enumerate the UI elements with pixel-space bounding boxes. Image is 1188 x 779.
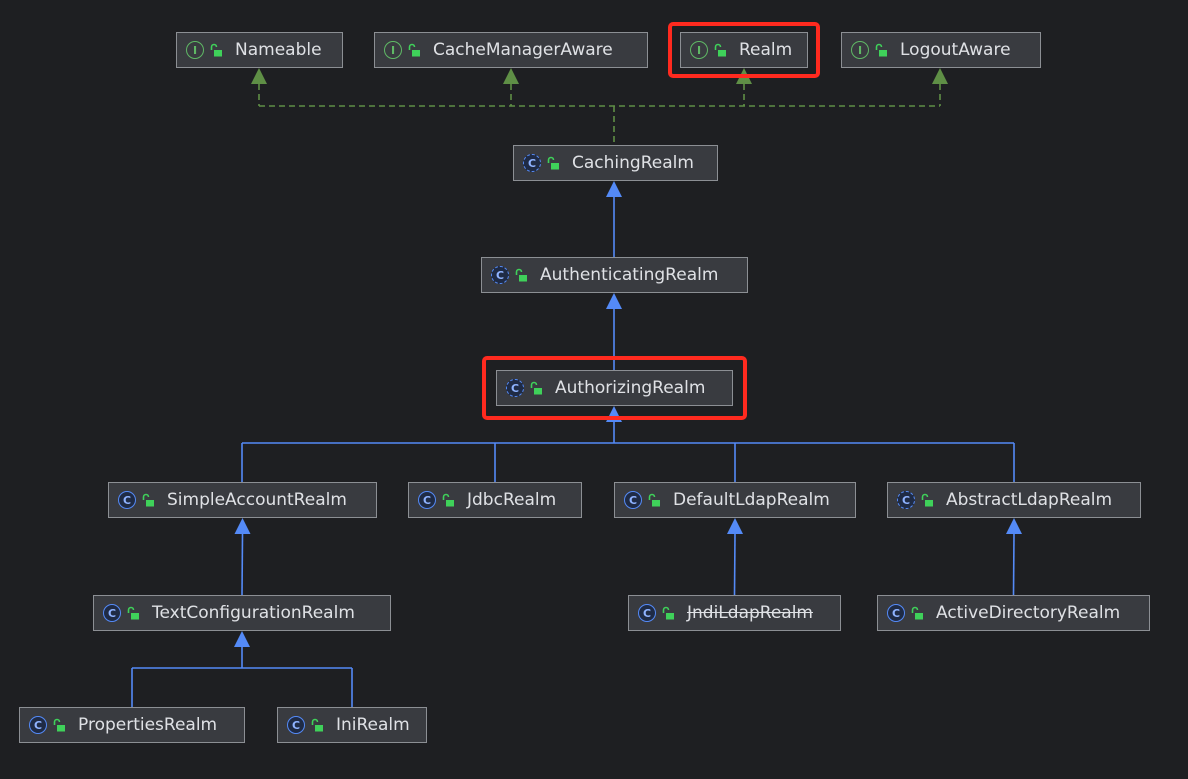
- extends-edge: [1012, 533, 1015, 596]
- node-simpleaccountrealm[interactable]: C SimpleAccountRealm: [108, 482, 377, 518]
- node-authorizingrealm[interactable]: C AuthorizingRealm: [496, 370, 733, 406]
- node-label: Nameable: [235, 40, 322, 60]
- highlight-box-realm: [668, 22, 820, 78]
- lock-open-icon: [311, 718, 323, 732]
- node-label: CacheManagerAware: [433, 40, 613, 60]
- abstract-class-icon: C: [523, 154, 541, 172]
- class-icon: C: [118, 491, 136, 509]
- node-label: IniRealm: [336, 715, 410, 735]
- lock-open-icon: [530, 381, 542, 395]
- node-defaultldaprealm[interactable]: C DefaultLdapRealm: [614, 482, 856, 518]
- highlight-box-authorizingrealm: [482, 356, 747, 420]
- node-cachemanageraware[interactable]: I CacheManagerAware: [374, 32, 648, 68]
- interface-icon: I: [690, 41, 708, 59]
- lock-open-icon: [662, 606, 674, 620]
- lock-open-icon: [515, 268, 527, 282]
- lock-open-icon: [547, 156, 559, 170]
- lock-open-icon: [648, 493, 660, 507]
- extends-arrowhead: [727, 518, 743, 534]
- extends-arrowhead: [234, 518, 251, 534]
- node-cachingrealm[interactable]: C CachingRealm: [513, 145, 718, 181]
- abstract-class-icon: C: [506, 379, 524, 397]
- lock-open-icon: [875, 43, 887, 57]
- lock-open-icon: [408, 43, 420, 57]
- class-icon: C: [638, 604, 656, 622]
- node-propertiesrealm[interactable]: C PropertiesRealm: [19, 707, 245, 743]
- extends-edge: [241, 533, 244, 596]
- node-inirealm[interactable]: C IniRealm: [277, 707, 427, 743]
- extends-arrowhead: [234, 631, 250, 647]
- node-authenticatingrealm[interactable]: C AuthenticatingRealm: [481, 257, 748, 293]
- extends-arrowhead: [606, 181, 622, 197]
- node-jndildaprealm[interactable]: C JndiLdapRealm: [628, 595, 841, 631]
- lock-open-icon: [53, 718, 65, 732]
- node-jdbcrealm[interactable]: C JdbcRealm: [408, 482, 582, 518]
- extends-arrowhead: [606, 293, 622, 309]
- class-icon: C: [624, 491, 642, 509]
- node-label: JndiLdapRealm: [687, 603, 813, 623]
- node-label: TextConfigurationRealm: [152, 603, 355, 623]
- node-label: CachingRealm: [572, 153, 694, 173]
- node-textconfigurationrealm[interactable]: C TextConfigurationRealm: [93, 595, 391, 631]
- node-activedirectoryrealm[interactable]: C ActiveDirectoryRealm: [877, 595, 1150, 631]
- interface-icon: I: [186, 41, 204, 59]
- class-icon: C: [29, 716, 47, 734]
- implements-arrowhead: [503, 68, 519, 84]
- lock-open-icon: [210, 43, 222, 57]
- interface-icon: I: [851, 41, 869, 59]
- node-label: AuthenticatingRealm: [540, 265, 719, 285]
- extends-arrowhead: [1006, 518, 1022, 534]
- node-abstractldaprealm[interactable]: C AbstractLdapRealm: [887, 482, 1141, 518]
- node-label: JdbcRealm: [467, 490, 557, 510]
- extends-edge: [733, 533, 736, 596]
- implements-arrowhead: [932, 68, 948, 84]
- class-icon: C: [418, 491, 436, 509]
- node-label: LogoutAware: [900, 40, 1011, 60]
- node-label: Realm: [739, 40, 793, 60]
- lock-open-icon: [142, 493, 154, 507]
- class-icon: C: [287, 716, 305, 734]
- interface-icon: I: [384, 41, 402, 59]
- class-icon: C: [887, 604, 905, 622]
- node-label: ActiveDirectoryRealm: [936, 603, 1121, 623]
- node-label: DefaultLdapRealm: [673, 490, 830, 510]
- lock-open-icon: [911, 606, 923, 620]
- lock-open-icon: [714, 43, 726, 57]
- node-logoutaware[interactable]: I LogoutAware: [841, 32, 1041, 68]
- lock-open-icon: [127, 606, 139, 620]
- node-label: SimpleAccountRealm: [167, 490, 347, 510]
- node-label: AuthorizingRealm: [555, 378, 706, 398]
- class-icon: C: [103, 604, 121, 622]
- abstract-class-icon: C: [897, 491, 915, 509]
- abstract-class-icon: C: [491, 266, 509, 284]
- node-realm[interactable]: I Realm: [680, 32, 808, 68]
- node-label: PropertiesRealm: [78, 715, 218, 735]
- node-nameable[interactable]: I Nameable: [176, 32, 343, 68]
- implements-arrowhead: [251, 68, 267, 84]
- lock-open-icon: [442, 493, 454, 507]
- node-label: AbstractLdapRealm: [946, 490, 1113, 510]
- lock-open-icon: [921, 493, 933, 507]
